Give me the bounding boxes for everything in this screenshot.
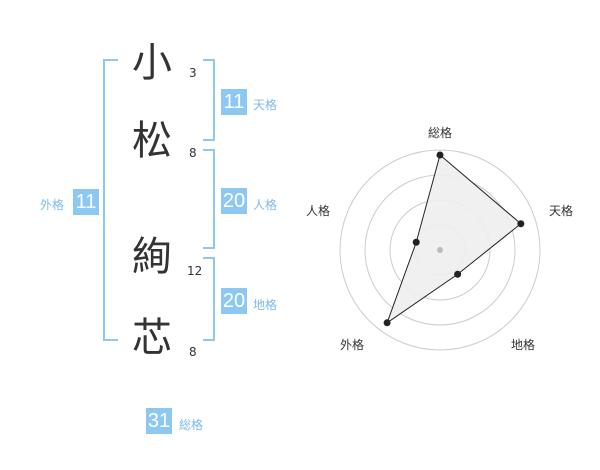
radar-center-dot <box>437 247 443 253</box>
radar-area <box>386 154 522 325</box>
jinkaku-label: 人格 <box>253 198 278 212</box>
chikaku-value: 20 <box>221 288 247 314</box>
radar-point-4 <box>383 319 391 327</box>
soukaku-value: 31 <box>146 408 172 434</box>
name-char-2: 松 <box>132 118 172 164</box>
chikaku-bracket <box>203 257 215 341</box>
radar-point-5 <box>412 238 420 246</box>
radar-axis-label-jinkaku: 人格 <box>306 204 331 218</box>
radar-axis-label-gaikaku: 外格 <box>340 338 365 352</box>
radar-point-3 <box>454 270 462 278</box>
stroke-count-3: 12 <box>187 264 203 278</box>
soukaku-label: 総格 <box>179 418 204 432</box>
gaikaku-label: 外格 <box>40 198 65 212</box>
chikaku-label: 地格 <box>253 298 278 312</box>
radar-point-1 <box>436 151 444 159</box>
radar-axis-label-tenkaku: 天格 <box>549 204 574 218</box>
name-char-3: 絢 <box>132 234 172 280</box>
name-char-4: 芯 <box>132 315 172 361</box>
stroke-count-2: 8 <box>189 146 197 160</box>
tenkaku-value: 11 <box>221 89 247 115</box>
tenkaku-bracket <box>203 59 215 141</box>
radar-axis-label-chikaku: 地格 <box>511 338 536 352</box>
stroke-count-4: 8 <box>189 345 197 359</box>
jinkaku-value: 20 <box>221 188 247 214</box>
radar-ring <box>339 149 541 351</box>
radar-axis-label-soukaku: 総格 <box>428 126 453 140</box>
stroke-count-1: 3 <box>189 66 197 80</box>
gaikaku-value: 11 <box>73 189 99 215</box>
jinkaku-bracket <box>203 149 215 249</box>
radar-point-2 <box>517 220 525 228</box>
gaikaku-bracket <box>103 59 118 341</box>
name-char-1: 小 <box>132 40 172 86</box>
tenkaku-label: 天格 <box>253 98 278 112</box>
